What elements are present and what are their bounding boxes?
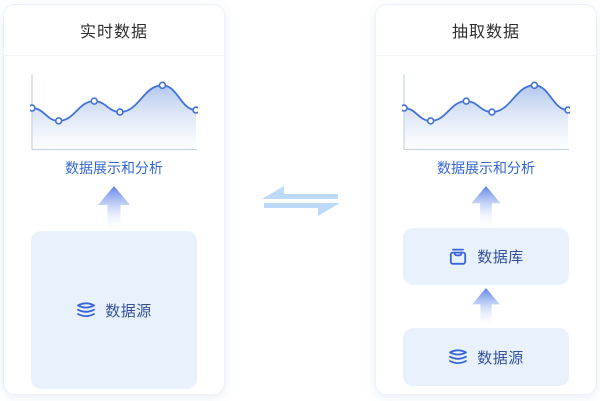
- line-chart: [28, 72, 200, 152]
- database-box: 数据库: [403, 228, 569, 285]
- panel-realtime-data: 实时数据 数据展示和分析 数据源: [3, 4, 225, 395]
- panel-header: 抽取数据: [376, 5, 596, 56]
- box-label: 数据源: [105, 302, 152, 320]
- archive-box-icon: [450, 248, 467, 265]
- layers-icon: [449, 349, 468, 364]
- panel-title: 抽取数据: [451, 24, 520, 41]
- panel-extract-data: 抽取数据 数据展示和分析 数据库: [375, 4, 597, 395]
- layers-icon: [77, 302, 96, 317]
- swap-arrows-icon: [262, 186, 340, 216]
- chart-caption: 数据展示和分析: [65, 160, 163, 176]
- box-label: 数据源: [477, 349, 524, 367]
- line-chart: [400, 72, 572, 152]
- data-source-box: 数据源: [403, 328, 569, 386]
- up-arrow-icon: [472, 288, 500, 326]
- box-label: 数据库: [477, 249, 524, 266]
- sparkline-chart: [28, 74, 200, 151]
- data-source-box: 数据源: [31, 231, 197, 389]
- chart-caption: 数据展示和分析: [437, 160, 535, 176]
- panel-header: 实时数据: [4, 5, 224, 56]
- panel-title: 实时数据: [79, 24, 148, 41]
- sparkline-chart: [400, 74, 572, 151]
- up-arrow-icon: [471, 186, 501, 226]
- up-arrow-icon: [98, 186, 130, 230]
